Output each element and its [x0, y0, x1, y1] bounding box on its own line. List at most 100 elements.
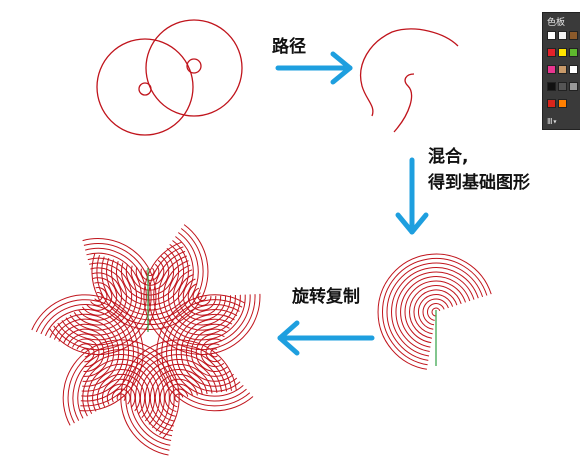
blend-arc — [57, 247, 147, 346]
swatch-registration[interactable] — [558, 31, 567, 40]
swatch-yellow[interactable] — [558, 48, 567, 57]
step1-source-circles — [96, 19, 243, 136]
blend-arc — [62, 339, 180, 439]
blend-arc — [156, 294, 254, 412]
blend-arc — [140, 359, 218, 437]
blend-arc — [154, 373, 203, 422]
outer-arc-path — [360, 28, 459, 117]
blend-arc — [35, 299, 139, 407]
blend-arc — [31, 294, 144, 412]
blend-arc — [382, 257, 488, 366]
blend-arc — [72, 349, 170, 432]
blend-arc — [40, 304, 134, 402]
blend-arc — [82, 359, 161, 425]
blend-arc — [120, 339, 237, 456]
swatch-folder-orange[interactable] — [558, 99, 567, 108]
step2-extracted-paths — [360, 28, 459, 133]
arrow-right-icon — [275, 51, 353, 85]
swatch-none[interactable] — [547, 31, 556, 40]
blend-arc — [140, 263, 160, 281]
blend-arc — [111, 240, 189, 311]
swatch-folder-red[interactable] — [547, 99, 556, 108]
flower-petal — [91, 224, 209, 330]
flower-petal — [49, 238, 157, 356]
blend-arc — [175, 313, 241, 392]
blend-arc — [72, 338, 100, 368]
blend-arc — [400, 276, 471, 348]
swatch-gray[interactable] — [569, 82, 578, 91]
swatch-green[interactable] — [569, 48, 578, 57]
left-large-circle — [96, 38, 194, 136]
inner-spiral-path — [393, 73, 415, 133]
blend-arc — [409, 285, 462, 339]
blend-arc — [144, 363, 213, 432]
blend-arc — [169, 388, 189, 408]
swatch-darkgray[interactable] — [558, 82, 567, 91]
blend-arc — [125, 251, 174, 296]
blend-arc — [73, 267, 127, 326]
arrow-left-icon — [277, 320, 375, 356]
blend-arc — [49, 238, 157, 356]
blend-arc — [106, 236, 194, 316]
blend-arc — [53, 318, 120, 387]
blend-arc — [49, 313, 125, 392]
blend-arc — [101, 232, 199, 321]
blend-arc — [145, 267, 155, 276]
swatch-pink[interactable] — [547, 65, 556, 74]
blend-arc — [69, 262, 133, 331]
blend-label-line1: 混合, — [428, 146, 468, 167]
blend-arc — [111, 388, 131, 405]
blend-arc — [187, 283, 217, 311]
blend-arc — [116, 393, 126, 402]
blend-arc — [159, 378, 198, 417]
blend-arc — [77, 272, 123, 321]
blend-arc — [395, 271, 475, 352]
blend-arc — [67, 333, 105, 372]
library-menu-icon[interactable]: Ⅲ▾ — [547, 117, 558, 126]
blend-arc — [62, 328, 110, 377]
blend-arc — [116, 243, 185, 306]
swatch-red[interactable] — [547, 48, 556, 57]
step4-rotated-flower — [31, 224, 261, 456]
blend-arc — [417, 294, 454, 330]
blend-arc — [135, 259, 165, 286]
blend-arc — [163, 260, 241, 336]
blend-arc — [81, 277, 118, 316]
blend-arc — [94, 292, 103, 301]
blend-arc — [391, 267, 479, 357]
swatch-brown[interactable] — [569, 31, 578, 40]
swatches-panel[interactable]: 色板 Ⅲ▾ — [542, 12, 580, 130]
blend-label-line2: 得到基础图形 — [427, 172, 530, 193]
path-label: 路径 — [272, 36, 306, 57]
blend-arc — [413, 289, 458, 335]
blend-arc — [177, 273, 227, 321]
blend-arc — [192, 287, 212, 306]
blend-arc — [87, 363, 156, 422]
swatch-tan[interactable] — [558, 65, 567, 74]
blend-arc — [91, 224, 209, 330]
blend-arc — [182, 278, 222, 316]
blend-arc — [386, 262, 484, 361]
blend-arc — [76, 343, 95, 363]
blend-arc — [102, 378, 141, 412]
blend-arc — [168, 264, 236, 331]
blend-arc — [431, 307, 441, 317]
arrow-down-icon — [395, 157, 429, 235]
blend-arc — [44, 309, 130, 397]
blend-arc — [205, 343, 222, 363]
blend-arc — [170, 309, 244, 397]
blend-arc — [61, 252, 142, 341]
blend-arc — [422, 298, 449, 326]
swatch-black[interactable] — [547, 82, 556, 91]
blend-arc — [197, 292, 207, 302]
swatch-white2[interactable] — [569, 65, 578, 74]
swatches-panel-title: 色板 — [547, 18, 566, 28]
blend-arc — [96, 373, 146, 415]
blend-arc — [65, 257, 137, 336]
step3-blended-base-shape — [377, 253, 492, 370]
blend-arc — [404, 280, 466, 344]
blend-arc — [174, 393, 184, 403]
right-small-circle — [186, 58, 202, 74]
blend-arc — [210, 348, 218, 358]
